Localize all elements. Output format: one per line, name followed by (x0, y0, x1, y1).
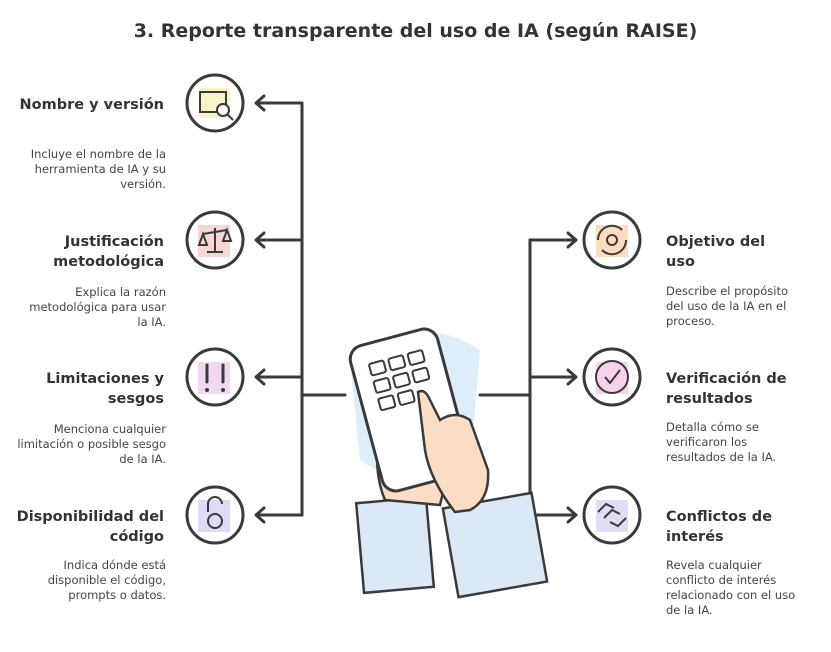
heading-nombre-version: Nombre y versión (19, 97, 164, 113)
heading-conflictos: Conflictos de interés (666, 509, 773, 545)
diagram-title: 3. Reporte transparente del uso de IA (s… (133, 20, 698, 42)
heading-disponibilidad: Disponibilidad del código (16, 509, 164, 545)
check-icon (582, 347, 642, 407)
desc-verificacion: Detalla cómo se verificaron los resultad… (666, 420, 777, 464)
scale-icon (185, 210, 245, 270)
lock-icon (185, 485, 245, 545)
desc-justificacion: Explica la razón metodológica para usar … (29, 285, 166, 329)
hand-phone-illustration (348, 327, 549, 599)
heading-objetivo: Objetivo del uso (666, 234, 766, 270)
desc-nombre-version: Incluye el nombre de la herramienta de I… (30, 147, 166, 191)
heading-limitaciones: Limitaciones y sesgos (46, 371, 164, 407)
exclamation-icon (185, 347, 245, 407)
heading-justificacion: Justificación metodológica (53, 234, 164, 270)
table-search-icon (185, 73, 245, 133)
gear-cycle-icon (582, 210, 642, 270)
desc-objetivo: Describe el propósito del uso de la IA e… (666, 284, 789, 328)
left-trunk (300, 101, 347, 517)
desc-conflictos: Revela cualquier conflicto de interés re… (666, 558, 796, 617)
heading-verificacion: Verificación de resultados (666, 371, 787, 407)
desc-limitaciones: Menciona cualquier limitación o posible … (17, 422, 166, 466)
handshake-icon (582, 485, 642, 545)
desc-disponibilidad: Indica dónde está disponible el código, … (47, 558, 166, 602)
